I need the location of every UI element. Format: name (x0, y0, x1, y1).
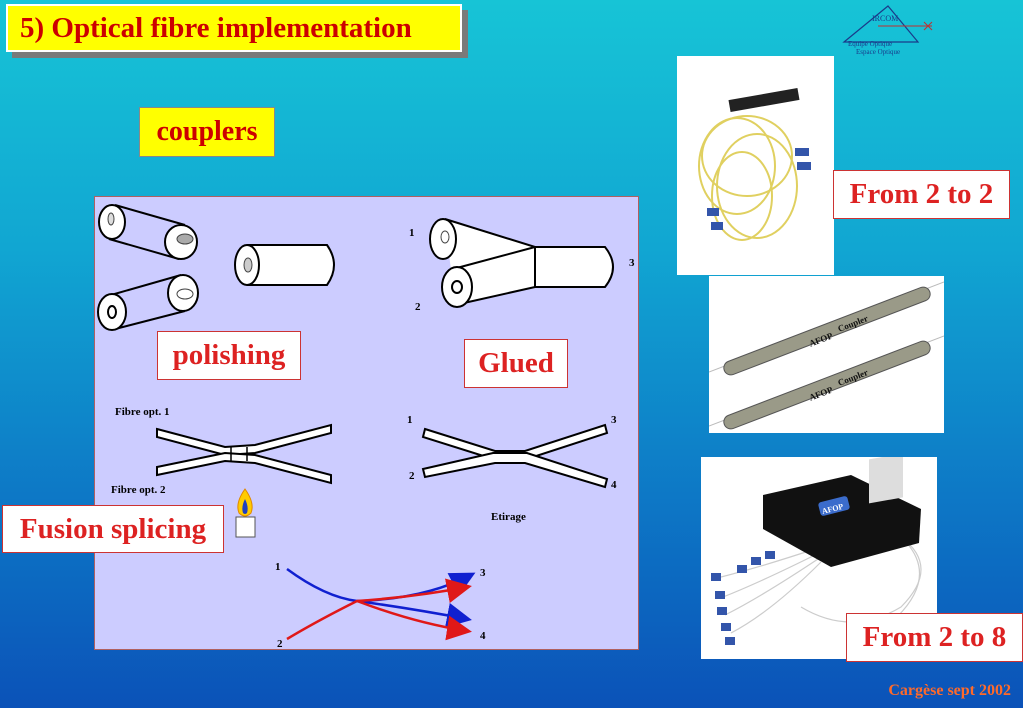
diagram-panel: 1 2 3 Fibre opt. 1 Fibre opt. 2 1 2 3 4 … (94, 196, 639, 650)
coupler-diagrams: 1 2 3 Fibre opt. 1 Fibre opt. 2 1 2 3 4 … (97, 204, 635, 650)
logo-name: IRCOM (872, 14, 898, 23)
logo-line2: Espace Optique (856, 48, 900, 56)
slide-title: 5) Optical fibre implementation (6, 4, 462, 52)
photo-tube-couplers: AFOP Coupler AFOP Coupler (708, 276, 945, 433)
fibre2-label: Fibre opt. 2 (111, 484, 166, 496)
straight-cylinder (234, 244, 335, 286)
etirage-coupler (421, 423, 609, 489)
arrow-port-3: 3 (480, 567, 486, 579)
logo-line1: Equipe Optique (848, 40, 892, 48)
arrow-port-4: 4 (480, 630, 486, 642)
from-2-to-8-label: From 2 to 8 (846, 613, 1023, 662)
tube-coupler-2 (723, 340, 931, 430)
arrow-port-2: 2 (277, 638, 283, 649)
tube-coupler-1 (723, 286, 931, 376)
from-2-to-2-label: From 2 to 2 (833, 170, 1010, 219)
glued-label: Glued (464, 339, 568, 388)
etirage-port-4: 4 (611, 479, 617, 491)
polished-cylinder-1 (98, 204, 198, 260)
etirage-port-3: 3 (611, 414, 617, 426)
logo-triangle (842, 5, 920, 43)
fibre1-label: Fibre opt. 1 (115, 406, 170, 418)
glued-port-2: 2 (415, 301, 421, 313)
glued-coupler (429, 218, 614, 308)
etirage-port-2: 2 (409, 470, 415, 482)
arrow-port-1: 1 (275, 561, 281, 573)
photo-2x2-coupler (677, 56, 834, 275)
glued-port-1: 1 (409, 227, 415, 239)
fusion-splicing-label: Fusion splicing (2, 505, 224, 553)
etirage-port-1: 1 (407, 414, 413, 426)
coupling-arrows (286, 567, 476, 641)
couplers-label: couplers (139, 107, 275, 157)
etirage-label: Etirage (491, 511, 526, 523)
glued-port-3: 3 (629, 257, 635, 269)
polishing-label: polishing (157, 331, 301, 380)
ircom-logo: IRCOM Equipe Optique Espace Optique (842, 5, 933, 56)
fusion-fibres (156, 423, 332, 485)
flame-icon (235, 488, 256, 538)
footer-text: Cargèse sept 2002 (888, 682, 1011, 699)
polished-cylinder-2 (97, 274, 199, 331)
coupler-body (728, 88, 800, 112)
